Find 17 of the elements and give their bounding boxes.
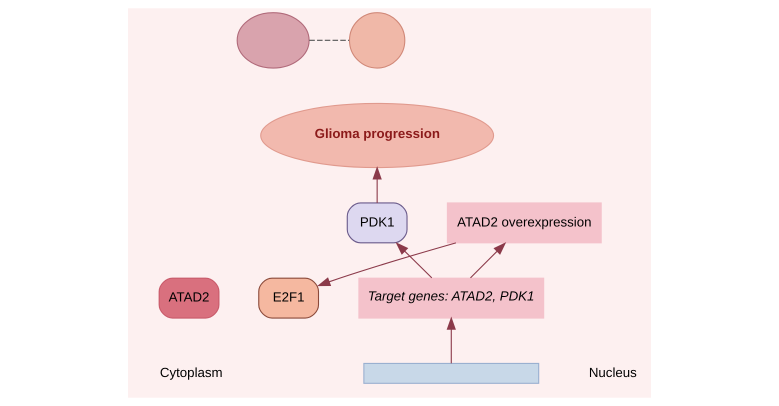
arrow (317, 242, 456, 286)
node-box: ATAD2 (158, 278, 220, 319)
node-circle (348, 12, 406, 69)
node-ellipse: Glioma progression (260, 102, 494, 168)
label: Cytoplasm (160, 364, 223, 380)
arrow (372, 166, 382, 203)
node-bar (363, 362, 540, 384)
node-box: PDK1 (346, 202, 408, 244)
arrow (470, 242, 506, 278)
node-cloud (236, 12, 310, 69)
node-box: Target genes: ATAD2, PDK1 (358, 278, 544, 319)
arrow (396, 242, 432, 278)
arrow (446, 316, 456, 364)
node-box: ATAD2 overexpression (446, 202, 602, 244)
node-box: E2F1 (258, 278, 320, 319)
connector (309, 40, 350, 41)
label: Nucleus (588, 364, 637, 380)
